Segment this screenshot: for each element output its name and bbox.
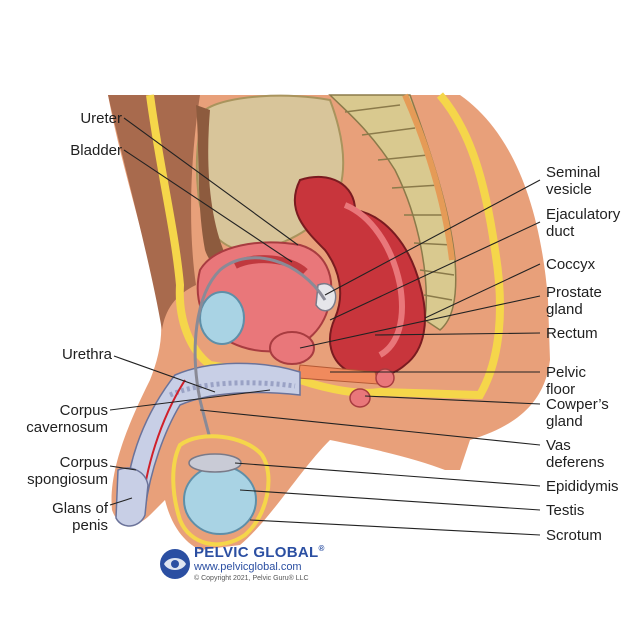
leader-lines: [109, 117, 541, 536]
seminal-vesicle-shape: [315, 283, 337, 312]
brand-url[interactable]: www.pelvicglobal.com: [194, 561, 302, 573]
brand-name: PELVIC GLOBAL®: [194, 544, 325, 561]
label-rectum: Rectum: [546, 325, 598, 342]
brand-copyright: © Copyright 2021, Pelvic Guru® LLC: [194, 575, 309, 582]
vas-deferens-shape: [193, 256, 327, 456]
label-corpus-cavernosum: Corpus cavernosum: [26, 402, 108, 436]
label-prostate-gland: Prostate gland: [546, 284, 602, 318]
label-bladder: Bladder: [70, 142, 122, 159]
label-testis: Testis: [546, 502, 585, 519]
epididymis-shape: [188, 453, 242, 473]
pelvic-globe-icon: [160, 549, 190, 579]
label-epididymis: Epididymis: [546, 478, 619, 495]
label-cowpers-gland: Cowper’s gland: [546, 396, 609, 430]
label-ejaculatory-duct: Ejaculatory duct: [546, 206, 621, 240]
label-corpus-spongiosum: Corpus spongiosum: [27, 454, 108, 488]
pubic-bone: [199, 291, 245, 345]
prostate-shape: [269, 331, 315, 365]
label-ureter: Ureter: [80, 110, 122, 127]
spinal-cord: [402, 93, 455, 261]
label-pelvic-floor: Pelvic floor: [546, 364, 587, 398]
label-urethra: Urethra: [61, 346, 112, 363]
label-scrotum: Scrotum: [546, 527, 602, 544]
label-glans-of-penis: Glans of penis: [52, 500, 108, 534]
brand-block: PELVIC GLOBAL® www.pelvicglobal.com © Co…: [158, 544, 328, 588]
label-coccyx: Coccyx: [546, 256, 596, 273]
glans-shape: [115, 467, 149, 527]
label-vas-deferens: Vas deferens: [546, 437, 605, 471]
testis-shape: [183, 465, 257, 535]
abdominal-cavity: [196, 105, 232, 269]
label-seminal-vesicle: Seminal vesicle: [546, 164, 601, 198]
